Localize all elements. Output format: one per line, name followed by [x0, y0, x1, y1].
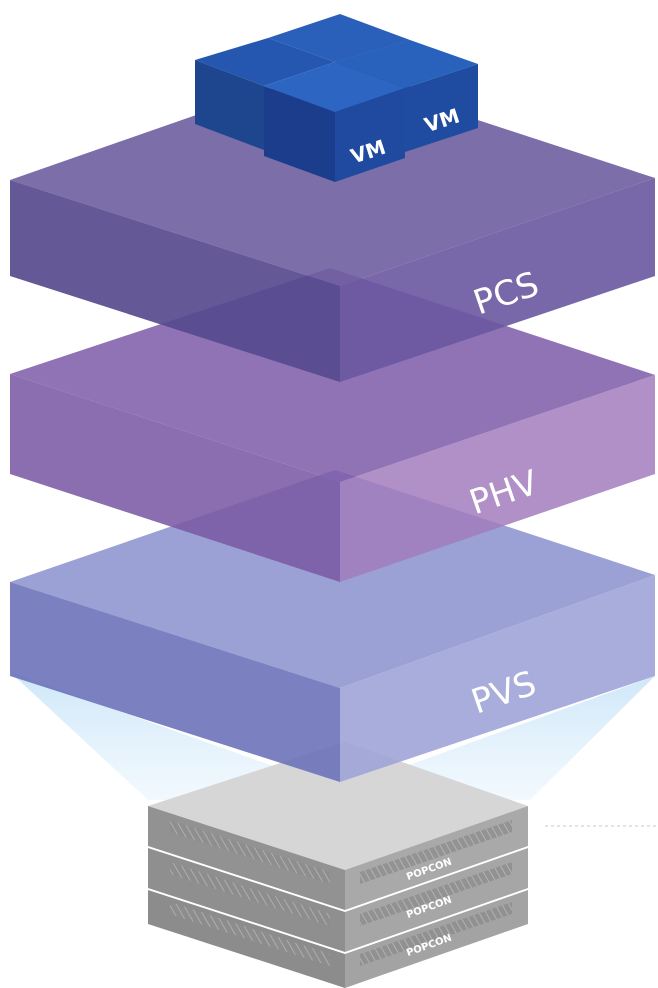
- server-unit: POPCON: [148, 848, 528, 952]
- light-beam: [10, 672, 655, 800]
- server-stack: POPCON POPCON POPCON: [148, 742, 528, 988]
- vm-cube: VM: [264, 62, 405, 182]
- server-unit: POPCON: [148, 806, 528, 910]
- server-top-face: [148, 742, 528, 870]
- vm-cubes: VM VM: [195, 14, 478, 182]
- server-unit: POPCON: [148, 890, 528, 988]
